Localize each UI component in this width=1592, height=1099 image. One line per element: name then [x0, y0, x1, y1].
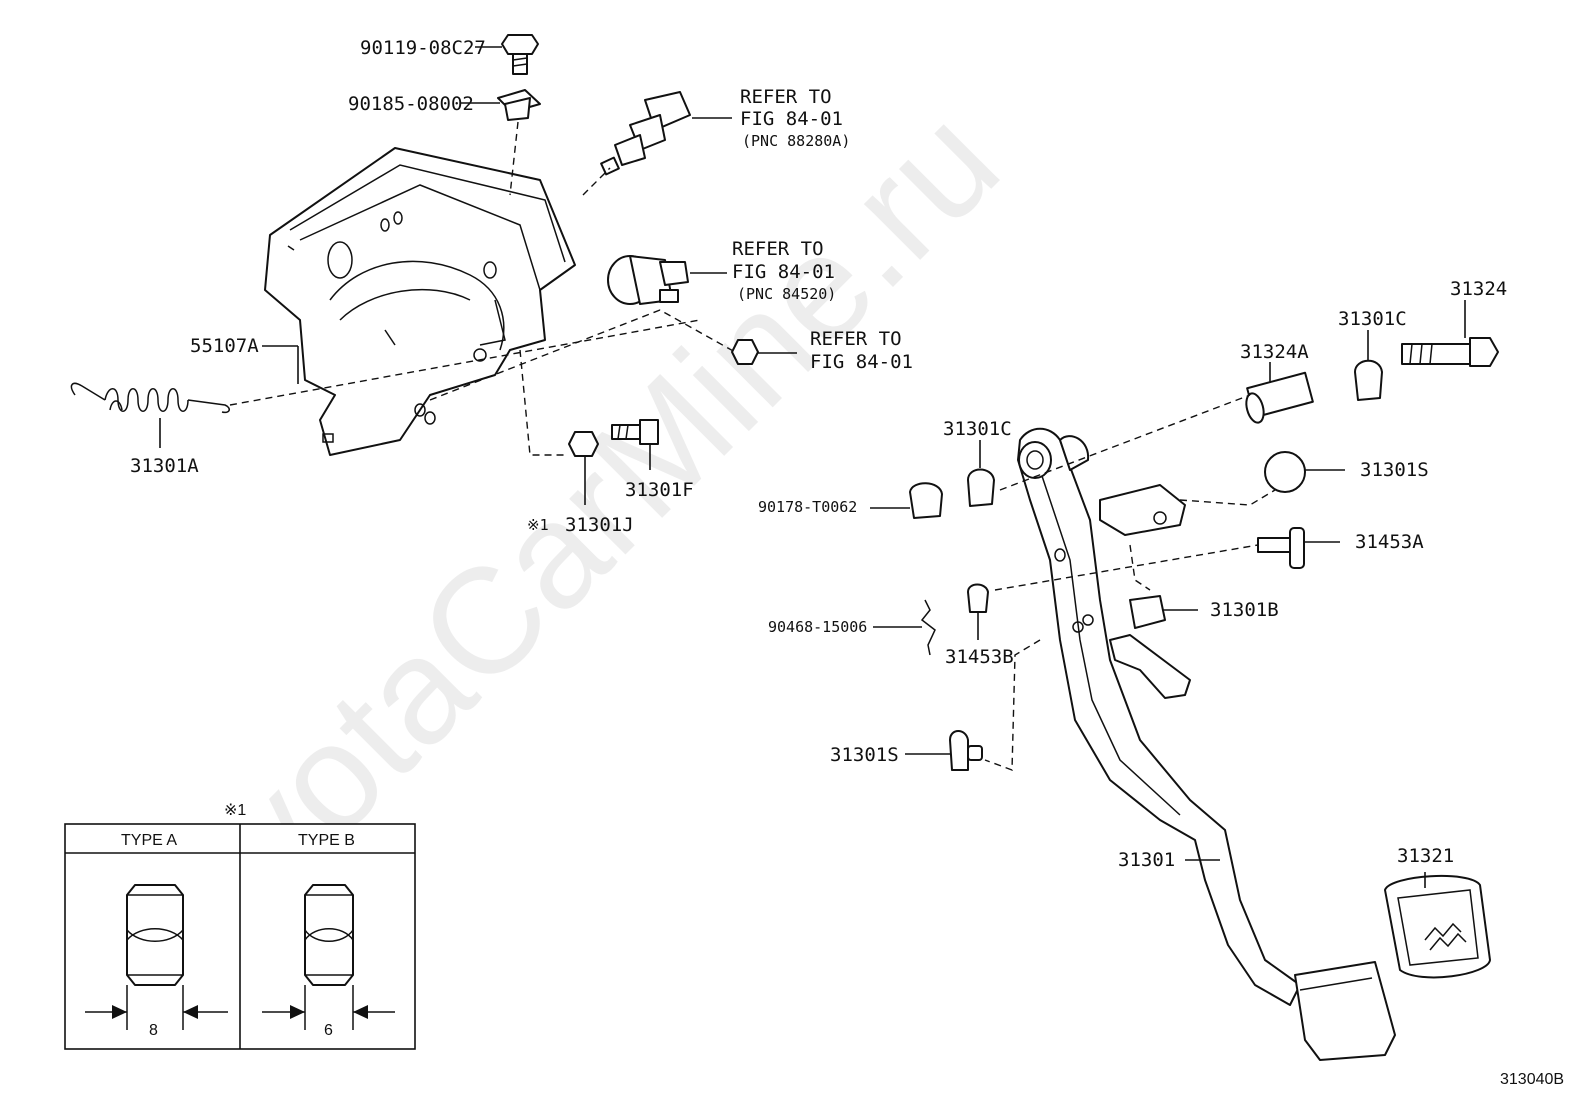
table-mark: ※1 — [224, 802, 246, 819]
label-31453a: 31453A — [1355, 531, 1424, 553]
label-refer2-line1: REFER TO — [732, 238, 824, 260]
nut-type-b-drawing — [262, 884, 395, 1030]
table-type-a: TYPE A — [121, 832, 177, 849]
pivot-bolt-31324-part — [1401, 337, 1499, 367]
table-size-b: 6 — [324, 1022, 333, 1039]
stopper-31301s-top-part — [1264, 451, 1306, 493]
pedal-sensor-part — [607, 255, 689, 305]
label-refer3-line2: FIG 84-01 — [810, 351, 913, 373]
nut-type-table: ※1 TYPE A TYPE B 8 — [64, 802, 416, 1050]
pedal-pad-cover-part — [1384, 875, 1491, 979]
label-31301c-top: 31301C — [1338, 308, 1407, 330]
sensor-nut-part — [731, 339, 759, 365]
label-31324a: 31324A — [1240, 341, 1309, 363]
stop-lamp-switch-part — [600, 91, 691, 176]
pedal-bracket-part — [264, 147, 576, 456]
label-31301j-mark: ※1 — [527, 516, 549, 534]
label-90468-15006: 90468-15006 — [768, 618, 867, 636]
label-31301c-mid: 31301C — [943, 418, 1012, 440]
label-refer1-line1: REFER TO — [740, 86, 832, 108]
flange-bolt-part — [501, 34, 539, 75]
label-31324: 31324 — [1450, 278, 1507, 300]
table-type-b: TYPE B — [298, 832, 355, 849]
label-31301: 31301 — [1118, 849, 1175, 871]
label-refer3-line1: REFER TO — [810, 328, 902, 350]
label-31301s-bottom: 31301S — [830, 744, 899, 766]
clip-90468-part — [920, 599, 936, 656]
label-31301b: 31301B — [1210, 599, 1279, 621]
table-size-a: 8 — [149, 1022, 158, 1039]
label-90185-08002: 90185-08002 — [348, 93, 474, 115]
bushing-31453b-part — [967, 583, 989, 613]
label-55107a: 55107A — [190, 335, 259, 357]
collar-31324a-part — [1245, 371, 1314, 424]
label-refer1-line3: (PNC 88280A) — [742, 132, 850, 150]
pin-31453a-part — [1257, 527, 1305, 569]
bushing-31301c-mid-part — [967, 468, 995, 507]
label-31301j: 31301J — [565, 514, 634, 536]
assembly-lines — [229, 121, 1276, 771]
nut-type-a-drawing — [85, 884, 228, 1030]
label-refer2-line2: FIG 84-01 — [732, 261, 835, 283]
label-refer1-line2: FIG 84-01 — [740, 108, 843, 130]
label-31321: 31321 — [1397, 845, 1454, 867]
label-refer2-line3: (PNC 84520) — [737, 285, 836, 303]
clutch-pedal-arm-part — [1017, 427, 1396, 1061]
label-31301s-top: 31301S — [1360, 459, 1429, 481]
nut-31301j-part — [568, 431, 599, 457]
label-31301a: 31301A — [130, 455, 199, 477]
label-31301f: 31301F — [625, 479, 694, 501]
bushing-90178-part — [909, 482, 943, 519]
bolt-31301f-part — [611, 419, 659, 445]
bushing-31301c-top-part — [1354, 359, 1383, 401]
cushion-31301b-part — [1129, 595, 1166, 629]
clip-nut-part — [497, 89, 541, 121]
figure-code: 313040B — [1500, 1071, 1564, 1088]
label-31453b: 31453B — [945, 646, 1014, 668]
return-spring-part — [70, 382, 230, 414]
label-90119-08c27: 90119-08C27 — [360, 37, 486, 59]
label-90178-t0062: 90178-T0062 — [758, 498, 857, 516]
stopper-31301s-bottom-part — [949, 730, 983, 771]
leader-lines — [159, 46, 1466, 888]
